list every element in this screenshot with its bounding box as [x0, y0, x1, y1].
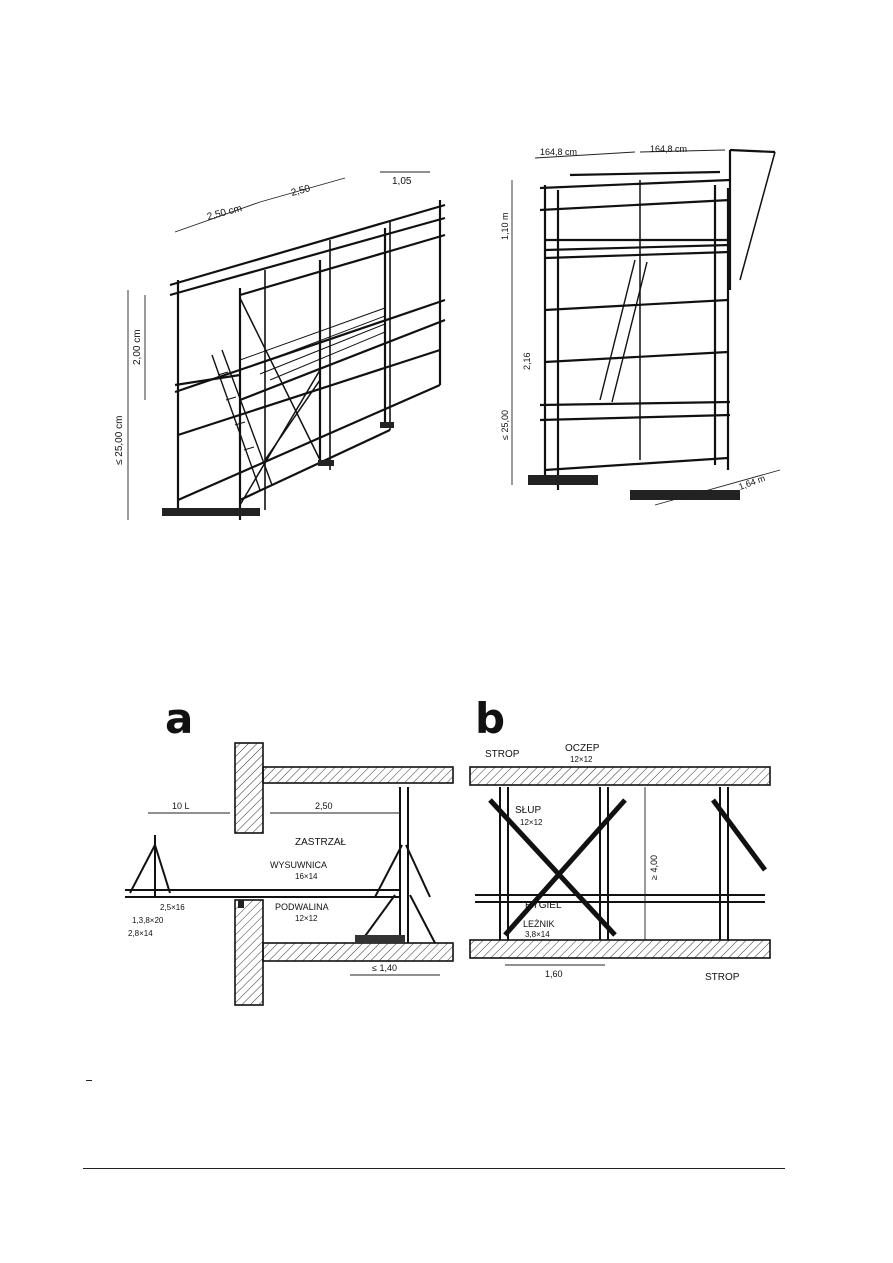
dim-depth: 1,05: [392, 176, 412, 187]
label-wysuwnica: WYSUWNICA: [270, 860, 327, 870]
scaffold-tower-illustration: 164,8 cm 164,8 cm 1,10 m 2,16 ≤ 25,00 1,…: [490, 140, 790, 540]
footer-rule: [83, 1168, 785, 1169]
label-leznik-size: 3,8×14: [525, 930, 550, 939]
margin-dash: [86, 1080, 92, 1081]
label-wysuwnica-size: 16×14: [295, 872, 318, 881]
label-oczep: OCZEP: [565, 743, 600, 754]
label-size-3: 2,8×14: [128, 929, 153, 938]
scaffold-left-illustration: 2,50 cm 2,50 1,05 ≤ 25,00 cm 2,00 cm: [100, 160, 470, 550]
tower-dim-mid: 2,16: [522, 352, 532, 370]
label-slup-size: 12×12: [520, 818, 543, 827]
label-slup: SŁUP: [515, 805, 541, 816]
figure-b-section: b STROP OCZEP 12×12 SŁUP 12×12: [465, 694, 775, 995]
figure-b-letter: b: [475, 695, 505, 743]
tower-dim-total: ≤ 25,00: [500, 410, 510, 440]
label-zastrzal: ZASTRZAŁ: [295, 837, 347, 848]
fig-b-height-dim: ≥ 4,00: [649, 855, 659, 880]
tower-dim-w2: 164,8 cm: [650, 144, 687, 154]
dim-height-level: 2,00 cm: [132, 329, 143, 365]
label-size-2: 1,3,8×20: [132, 916, 164, 925]
fig-a-dim-bottom: ≤ 1,40: [372, 963, 397, 973]
label-strop-bottom: STROP: [705, 972, 740, 983]
label-rygiel: RYGIEL: [525, 900, 562, 911]
label-strop-top: STROP: [485, 749, 520, 760]
tower-dim-w1: 164,8 cm: [540, 147, 577, 157]
figure-a-letter: a: [165, 695, 193, 743]
fig-b-width-dim: 1,60: [545, 969, 563, 979]
label-size-1: 2,5×16: [160, 903, 185, 912]
label-podwalina: PODWALINA: [275, 902, 329, 912]
tower-dim-base: 1,64 m: [737, 473, 766, 492]
label-podwalina-size: 12×12: [295, 914, 318, 923]
fig-a-dim-top: 2,50: [315, 801, 333, 811]
dim-width-1: 2,50 cm: [206, 203, 243, 223]
dim-width-2: 2,50: [290, 183, 312, 199]
fig-a-dim-left: 10 L: [172, 801, 190, 811]
label-oczep-size: 12×12: [570, 755, 593, 764]
dim-height-total: ≤ 25,00 cm: [114, 416, 125, 465]
label-leznik: LEŻNIK: [523, 919, 555, 929]
figure-a-section: a 10 L 2,50 ≤ 1,: [110, 694, 460, 1020]
tower-dim-top: 1,10 m: [500, 212, 510, 240]
